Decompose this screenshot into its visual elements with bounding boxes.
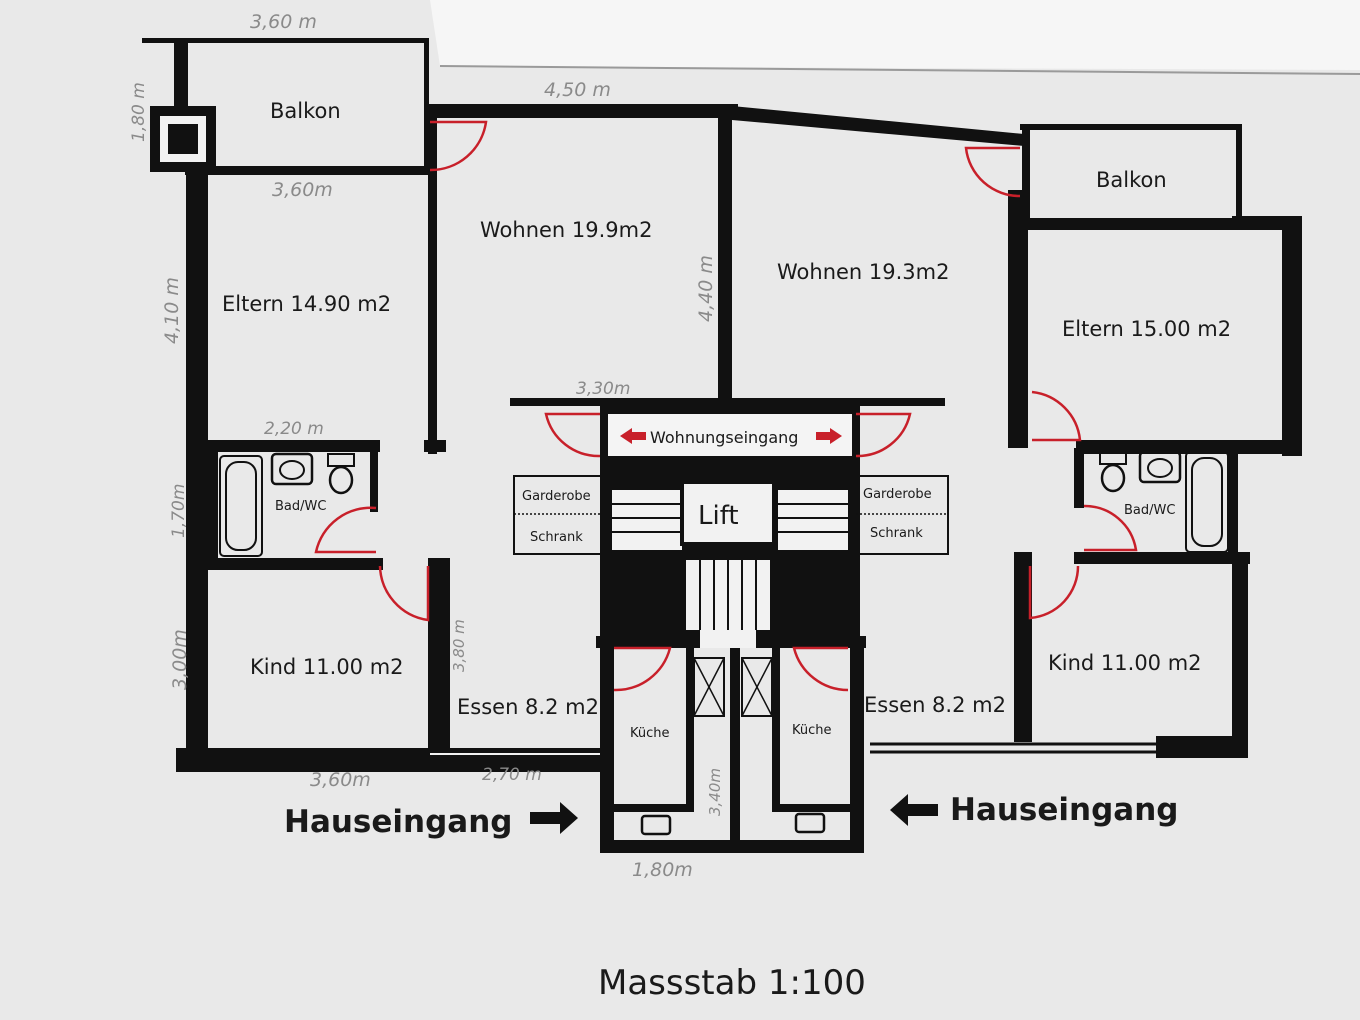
hauseingang-left-label: Hauseingang <box>284 804 512 840</box>
wohnungseingang-label: Wohnungseingang <box>650 428 798 447</box>
left-balkon-label: Balkon <box>270 99 341 123</box>
bathtub-left-icon <box>219 455 263 557</box>
dim-wohnen-height: 4,40 m <box>695 255 717 322</box>
kitchen-walls <box>600 648 864 853</box>
left-garderobe-label: Garderobe <box>522 489 591 504</box>
lift-label: Lift <box>698 501 739 531</box>
toilet-left-icon <box>327 453 355 495</box>
dim-kind-height: 3,00m <box>169 629 191 690</box>
arrow-right-icon <box>530 802 578 834</box>
right-kind-label: Kind 11.00 m2 <box>1048 651 1202 675</box>
dim-eltern-height: 4,10 m <box>161 277 183 344</box>
sink-right-icon <box>1138 450 1182 484</box>
right-garderobe-label: Garderobe <box>863 487 932 502</box>
paper-sheet-top <box>430 0 1360 70</box>
left-essen-label: Essen 8.2 m2 <box>457 695 599 719</box>
right-schrank-label: Schrank <box>870 526 923 541</box>
right-unit-walls <box>430 106 1302 758</box>
garderobe-left <box>513 475 603 555</box>
toilet-right-icon <box>1099 451 1127 493</box>
right-essen-label: Essen 8.2 m2 <box>864 693 1006 717</box>
right-balkon-label: Balkon <box>1096 168 1167 192</box>
left-schrank-label: Schrank <box>530 530 583 545</box>
core-walls <box>510 398 945 649</box>
dim-bottom-essen: 2,70 m <box>482 765 542 785</box>
dim-wohnen-top: 4,50 m <box>544 79 611 101</box>
stairs <box>612 503 848 630</box>
left-kind-label: Kind 11.00 m2 <box>250 655 404 679</box>
scale-label: Massstab 1:100 <box>598 963 866 1003</box>
dim-bad-width: 2,20 m <box>264 419 324 439</box>
dim-bad-height: 1,70m <box>169 484 189 538</box>
arrow-left-icon <box>890 794 938 826</box>
garderobe-right <box>855 475 949 555</box>
right-bad-label: Bad/WC <box>1124 503 1175 518</box>
right-eltern-label: Eltern 15.00 m2 <box>1062 317 1231 341</box>
hauseingang-right-label: Hauseingang <box>950 792 1178 828</box>
paper-edge <box>439 65 1360 75</box>
left-kueche-label: Küche <box>630 726 670 741</box>
left-eltern-label: Eltern 14.90 m2 <box>222 292 391 316</box>
dim-balkon-depth: 1,80 m <box>129 82 149 142</box>
sink-left-icon <box>270 452 314 486</box>
dim-bottom-left: 3,60m <box>310 769 371 791</box>
left-wohnen-label: Wohnen 19.9m2 <box>480 218 652 242</box>
dim-bottom-core: 1,80m <box>632 859 693 881</box>
left-unit-walls <box>142 38 738 772</box>
wohnungseingang-arrows <box>620 428 842 444</box>
dim-essen-height: 3,80 m <box>450 619 468 672</box>
dim-kueche-height: 3,40m <box>706 768 724 816</box>
dim-eltern-top: 3,60m <box>272 179 333 201</box>
doors <box>314 120 1138 692</box>
bathtub-right-icon <box>1185 451 1229 553</box>
dim-core-width: 3,30m <box>576 379 630 399</box>
left-bad-label: Bad/WC <box>275 499 326 514</box>
dim-top-balkon: 3,60 m <box>250 11 317 33</box>
right-wohnen-label: Wohnen 19.3m2 <box>777 260 949 284</box>
right-kueche-label: Küche <box>792 723 832 738</box>
